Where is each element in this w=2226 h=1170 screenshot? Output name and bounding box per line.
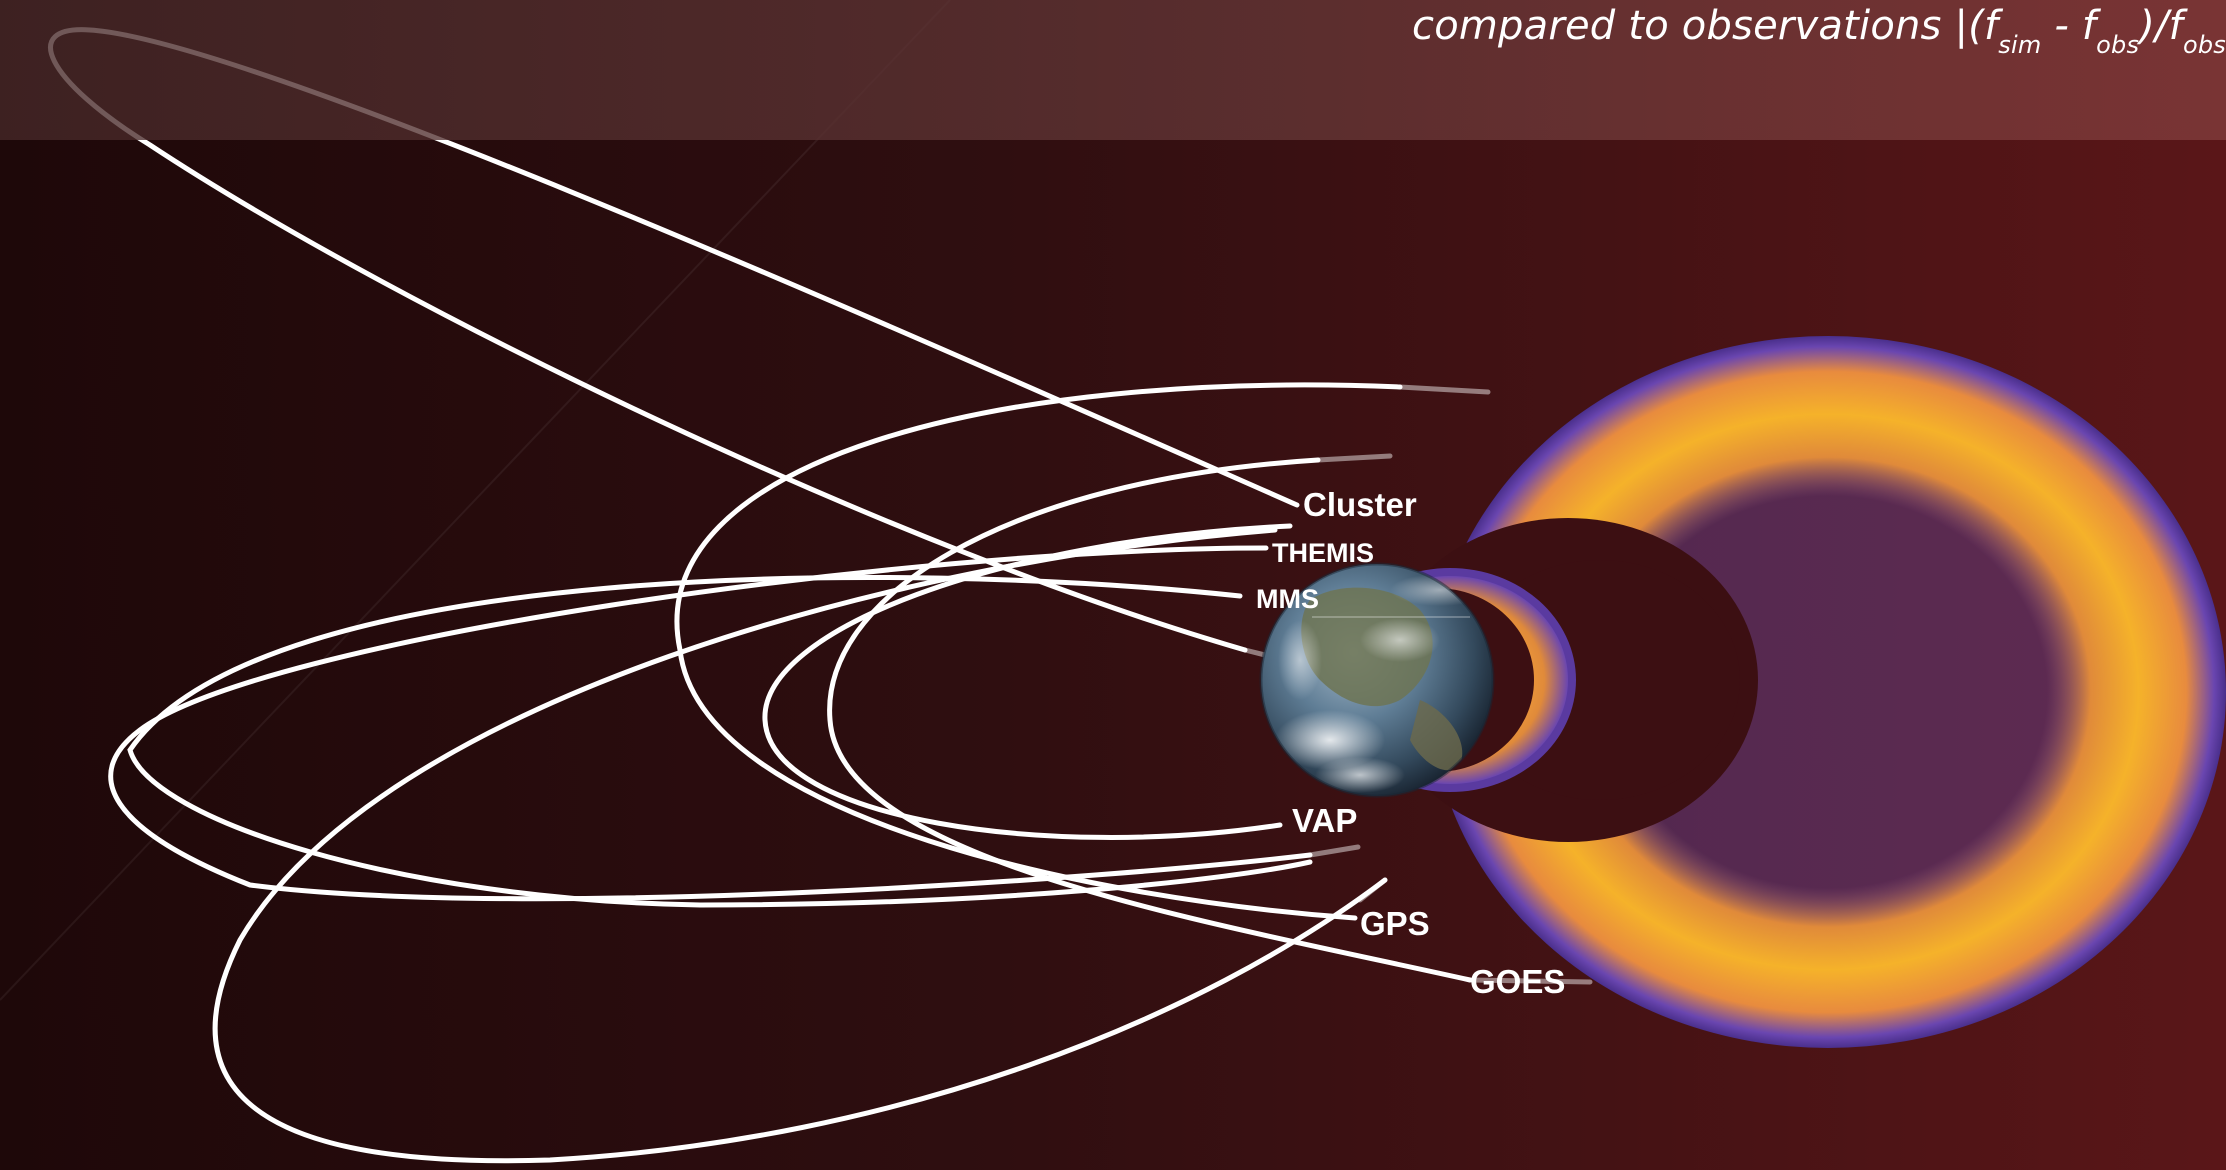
caption-sub-sim: sim (1998, 31, 2042, 59)
header-band (0, 0, 2226, 140)
label-themis: THEMIS (1272, 538, 1374, 568)
orbit-wide (212, 527, 1388, 1164)
header-caption: compared to observations |(fsim - fobs)/… (1412, 0, 2226, 64)
background-streak (0, 0, 951, 1001)
orbit-gps (674, 382, 1403, 921)
orbit-mms (127, 575, 1313, 908)
orbit-goes (827, 457, 1473, 983)
label-cluster: Cluster (1303, 486, 1417, 523)
orbit-gps-tail (1397, 384, 1491, 395)
mission-labels: Cluster THEMIS MMS VAP GPS GOES (1256, 486, 1565, 1000)
label-gps: GPS (1360, 905, 1430, 942)
caption-sub-obs: obs (2096, 31, 2140, 59)
label-vap: VAP (1292, 802, 1357, 839)
caption-sub-obs-2: obs (2182, 31, 2226, 59)
orbit-themis-tail (1307, 844, 1361, 858)
orbit-themis (108, 545, 1313, 902)
caption-prefix: compared to observations |(f (1412, 3, 1999, 49)
label-mms: MMS (1256, 584, 1319, 614)
caption-minus: - f (2041, 3, 2097, 49)
orbits (48, 27, 1593, 1164)
earth-globe-icon (1259, 562, 1495, 798)
label-goes: GOES (1470, 963, 1565, 1000)
caption-slash: )/f (2139, 3, 2183, 49)
orbit-wide-tail (1357, 877, 1388, 903)
orbit-goes-tail (1315, 453, 1393, 463)
orbit-goes-end (1467, 977, 1593, 985)
